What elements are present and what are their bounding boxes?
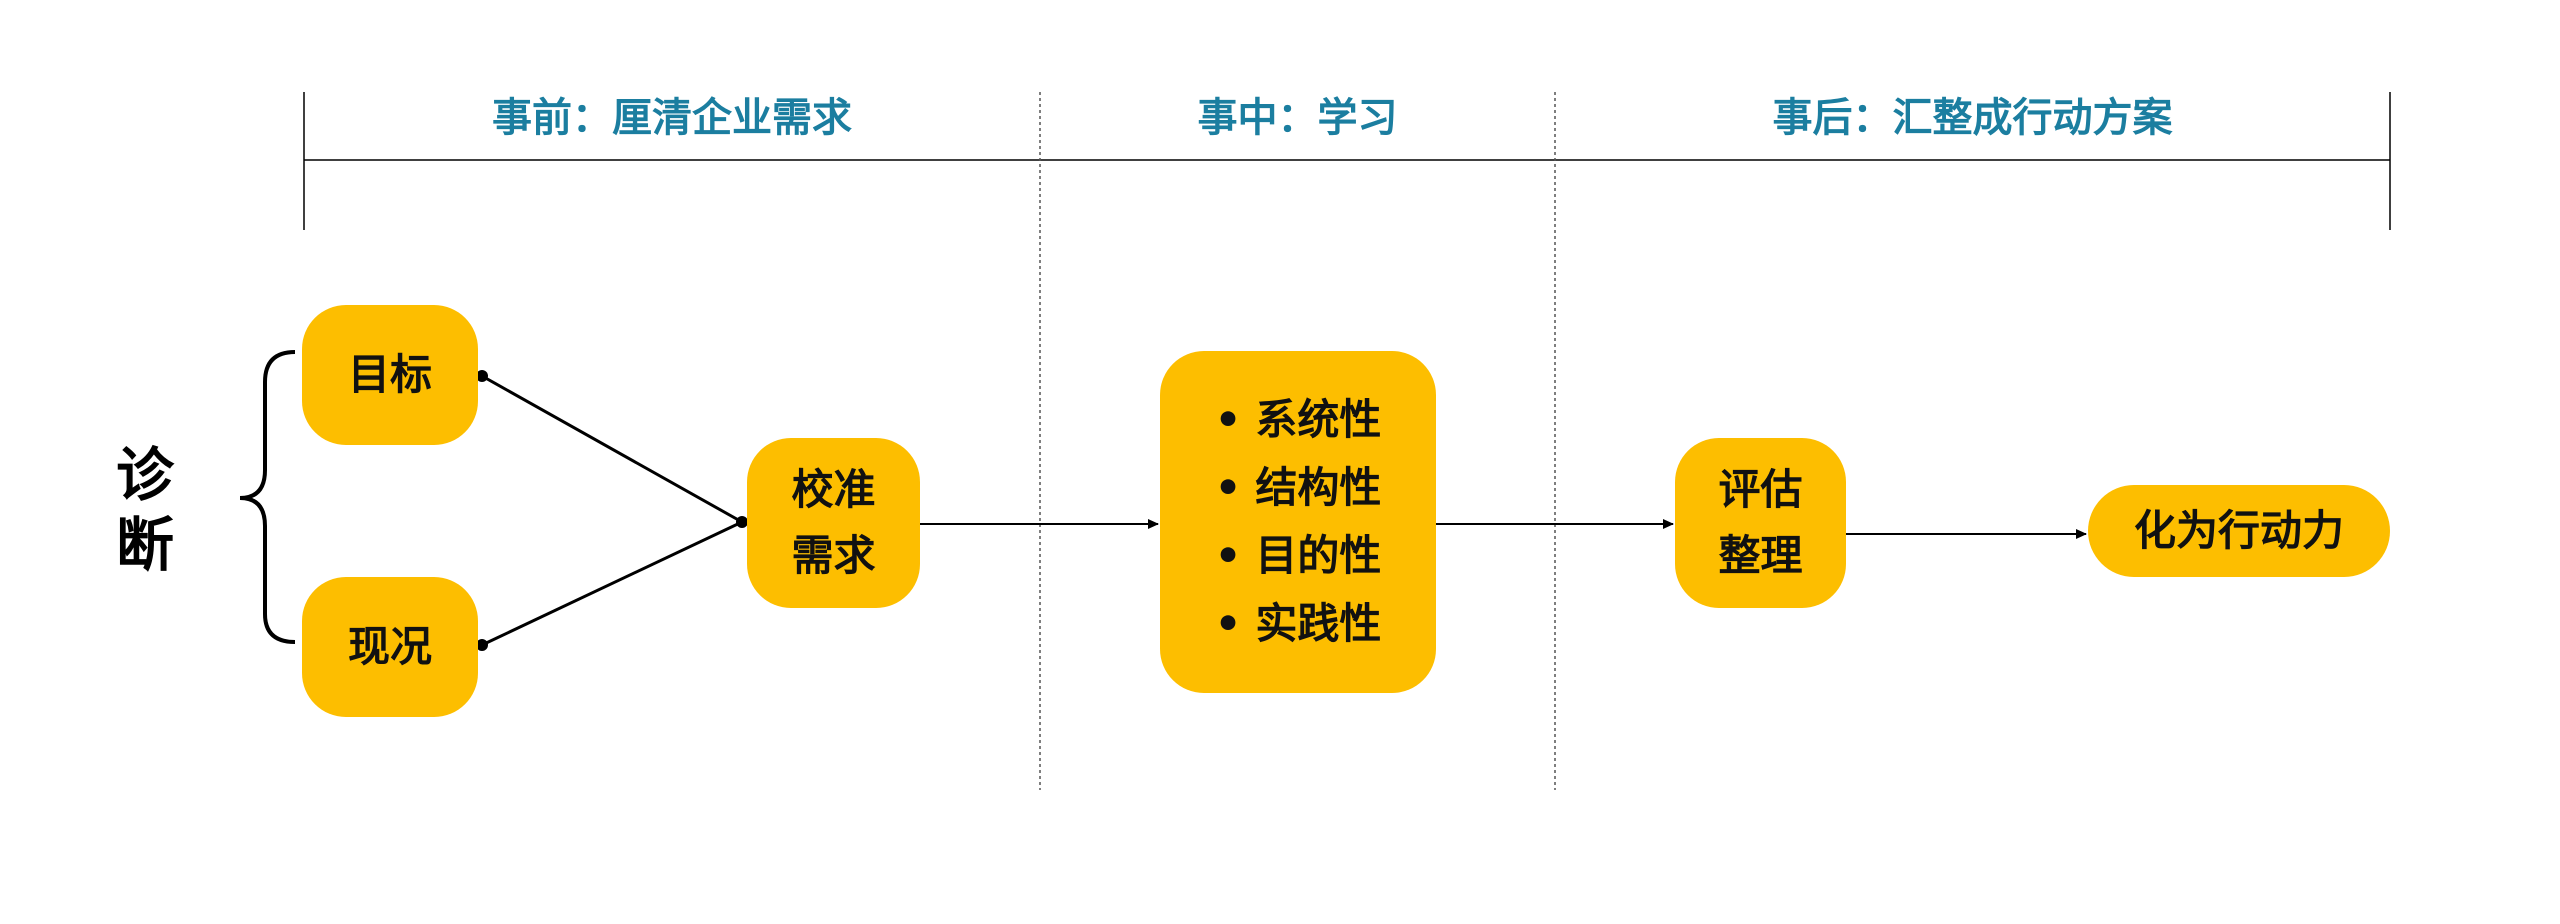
calibrate-text-line-1: 校准 [791,465,876,514]
goal-box: 目标 [302,305,478,445]
learning-list: 系统性 结构性 目的性 实践性 [1215,386,1381,658]
learning-box: 系统性 结构性 目的性 实践性 [1160,351,1436,693]
diagnosis-label: 诊断 [115,441,174,579]
action-box: 化为行动力 [2088,485,2390,577]
phase-after-label: 事后：汇整成行动方案 [1772,95,2173,141]
goal-text: 目标 [347,350,432,399]
learning-item: 结构性 [1215,454,1381,522]
learning-item: 系统性 [1215,386,1381,454]
diagnosis-brace [239,350,296,644]
evaluate-text-line-2: 整理 [1718,531,1803,580]
phase-during-label: 事中：学习 [1197,95,1398,141]
status-box: 现况 [302,577,478,717]
status-to-calibrate-line [481,520,743,647]
learning-item: 实践性 [1215,590,1381,658]
status-text: 现况 [347,622,432,671]
learning-item: 目的性 [1215,522,1381,590]
goal-to-calibrate-line [481,374,743,524]
phase-before-label: 事前：厘清企业需求 [492,95,852,141]
calibrate-box: 校准 需求 [747,438,920,608]
calibrate-text-line-2: 需求 [791,531,876,580]
evaluate-text-line-1: 评估 [1718,465,1803,514]
evaluate-box: 评估 整理 [1675,438,1846,608]
action-text: 化为行动力 [2133,506,2344,555]
